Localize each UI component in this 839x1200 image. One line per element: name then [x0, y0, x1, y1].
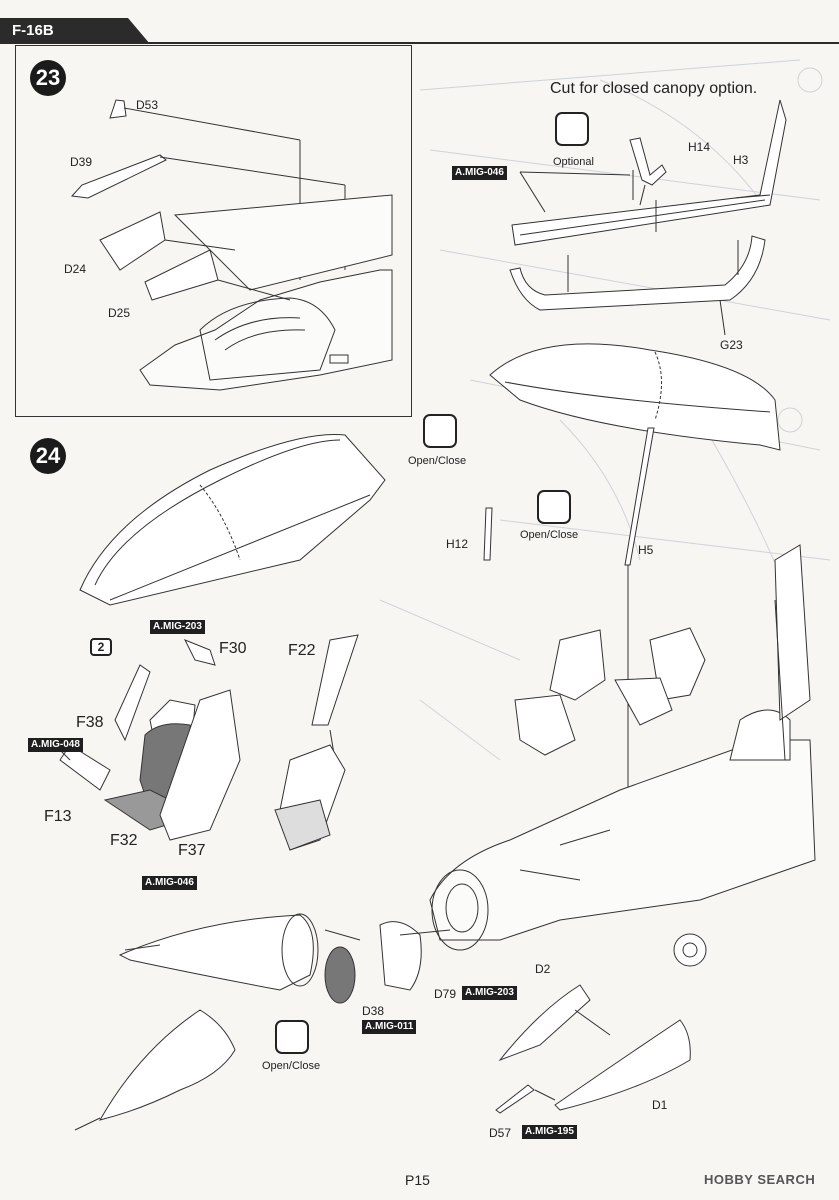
cut-callout: Cut for closed canopy option.	[550, 80, 758, 97]
paint-badge-mig048: A.MIG-048	[28, 738, 83, 752]
part-label-h12: H12	[446, 537, 469, 551]
watermark: HOBBY SEARCH	[704, 1172, 816, 1187]
part-label-f37: F37	[178, 842, 206, 859]
open-close-icon-2	[537, 490, 571, 524]
step-24-art	[54, 427, 816, 1131]
paint-badge-mig203-bottom: A.MIG-203	[462, 986, 517, 1000]
paint-badge-mig195: A.MIG-195	[522, 1125, 577, 1139]
part-label-f22: F22	[288, 642, 316, 659]
optional-label: Optional	[553, 156, 594, 168]
part-label-d38: D38	[362, 1004, 385, 1018]
part-label-h3: H3	[733, 153, 749, 167]
part-label-f32: F32	[110, 832, 138, 849]
paint-badge-mig203-top: A.MIG-203	[150, 620, 205, 634]
open-close-label-1: Open/Close	[408, 455, 467, 467]
part-label-g23: G23	[720, 338, 743, 352]
part-label-h5: H5	[638, 543, 654, 557]
part-label-d25: D25	[108, 306, 131, 320]
paint-badge-mig011: A.MIG-011	[362, 1020, 417, 1034]
part-label-d79: D79	[434, 987, 457, 1001]
part-label-f13: F13	[44, 808, 72, 825]
open-close-icon-3	[275, 1020, 309, 1054]
step-23-art	[70, 99, 787, 451]
paint-badge-mig046-step24: A.MIG-046	[142, 876, 197, 890]
quantity-badge: 2	[90, 638, 112, 656]
open-close-icon-1	[423, 414, 457, 448]
open-close-label-2: Open/Close	[520, 529, 579, 541]
model-tab: F-16B	[0, 18, 150, 44]
part-label-d24: D24	[64, 262, 87, 276]
page-number: P15	[405, 1172, 430, 1188]
model-name: F-16B	[12, 22, 54, 39]
header-rule	[0, 42, 839, 44]
part-label-d1: D1	[652, 1098, 668, 1112]
part-label-f38: F38	[76, 714, 104, 731]
part-label-d39: D39	[70, 155, 93, 169]
optional-icon	[555, 112, 589, 146]
part-label-d57: D57	[489, 1126, 512, 1140]
step-number-24: 24	[30, 438, 66, 474]
paint-badge-mig046-step23: A.MIG-046	[452, 166, 507, 180]
open-close-label-3: Open/Close	[262, 1060, 321, 1072]
part-label-f30: F30	[219, 640, 247, 657]
step-number-23: 23	[30, 60, 66, 96]
part-label-d53: D53	[136, 98, 159, 112]
part-label-h14: H14	[688, 140, 711, 154]
part-label-d2: D2	[535, 962, 551, 976]
